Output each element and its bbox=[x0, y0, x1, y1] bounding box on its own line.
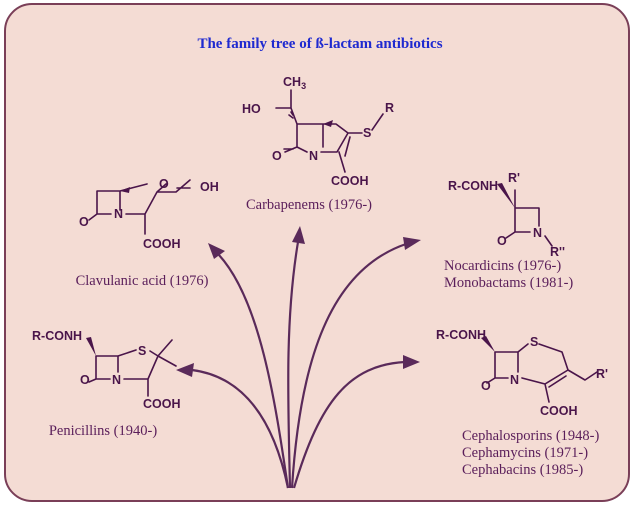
atom-o: O bbox=[159, 177, 169, 191]
atom-oh: OH bbox=[200, 180, 219, 194]
diagram-panel bbox=[4, 3, 630, 502]
atom-n: N bbox=[114, 207, 123, 221]
arrow-head-carbapenems bbox=[292, 226, 305, 244]
arrow-to-carbapenems bbox=[287, 241, 300, 489]
carbapenem-structure: CH3 HO S R N O COOH bbox=[242, 75, 394, 188]
atom-o: O bbox=[272, 149, 282, 163]
atom-o: O bbox=[80, 373, 90, 387]
atom-rconh: R-CONH bbox=[436, 328, 486, 342]
arrow-to-penicillins bbox=[191, 368, 290, 489]
arrow-head-cephalosporins bbox=[403, 355, 420, 369]
arrow-head-clavulanic-acid bbox=[208, 243, 225, 259]
caption-cephamycins: Cephamycins (1971-) bbox=[462, 445, 588, 461]
cephalosporin-structure: R-CONH S N O COOH R' bbox=[436, 328, 608, 418]
atom-cooh: COOH bbox=[540, 404, 578, 418]
atom-cooh: COOH bbox=[331, 174, 369, 188]
atom-s: S bbox=[530, 335, 538, 349]
atom-r-prime: R' bbox=[596, 367, 608, 381]
caption-cephalosporins: Cephalosporins (1948-) bbox=[462, 428, 599, 444]
penicillin-structure: R-CONH S N O COOH bbox=[32, 329, 181, 411]
arrow-head-penicillins bbox=[176, 363, 194, 377]
atom-ch3: CH3 bbox=[283, 75, 306, 91]
clavulanic-acid-structure: O OH N O COOH bbox=[79, 177, 219, 251]
atom-r: R bbox=[385, 101, 394, 115]
monobactam-structure: R-CONH R' O N R'' bbox=[448, 171, 565, 259]
atom-o: O bbox=[79, 215, 89, 229]
atom-o: O bbox=[497, 234, 507, 248]
atom-n: N bbox=[510, 373, 519, 387]
atom-cooh: COOH bbox=[143, 237, 181, 251]
atom-cooh: COOH bbox=[143, 397, 181, 411]
atom-rconh: R-CONH bbox=[32, 329, 82, 343]
caption-clavulanic-acid: Clavulanic acid (1976) bbox=[76, 273, 209, 289]
atom-r-prime: R' bbox=[508, 171, 520, 185]
atom-r-dprime: R'' bbox=[550, 245, 565, 259]
arrow-head-monobactams bbox=[403, 237, 421, 250]
caption-penicillins: Penicillins (1940-) bbox=[49, 423, 158, 439]
family-tree-arrows bbox=[176, 226, 421, 489]
atom-ho: HO bbox=[242, 102, 261, 116]
arrow-to-monobactams bbox=[290, 242, 407, 489]
atom-n: N bbox=[533, 226, 542, 240]
caption-monobactams: Monobactams (1981-) bbox=[444, 275, 573, 291]
diagram-title: The family tree of ß-lactam antibiotics bbox=[197, 36, 442, 52]
atom-n: N bbox=[112, 373, 121, 387]
caption-carbapenems: Carbapenems (1976-) bbox=[246, 197, 372, 213]
atom-o: O bbox=[481, 379, 491, 393]
arrow-to-clavulanic-acid bbox=[218, 254, 290, 489]
caption-nocardicins: Nocardicins (1976-) bbox=[444, 258, 561, 274]
atom-s: S bbox=[138, 344, 146, 358]
atom-s: S bbox=[363, 126, 371, 140]
atom-n: N bbox=[309, 149, 318, 163]
arrow-to-cephalosporins bbox=[292, 360, 406, 489]
atom-rconh: R-CONH bbox=[448, 179, 498, 193]
caption-cephabacins: Cephabacins (1985-) bbox=[462, 462, 583, 478]
